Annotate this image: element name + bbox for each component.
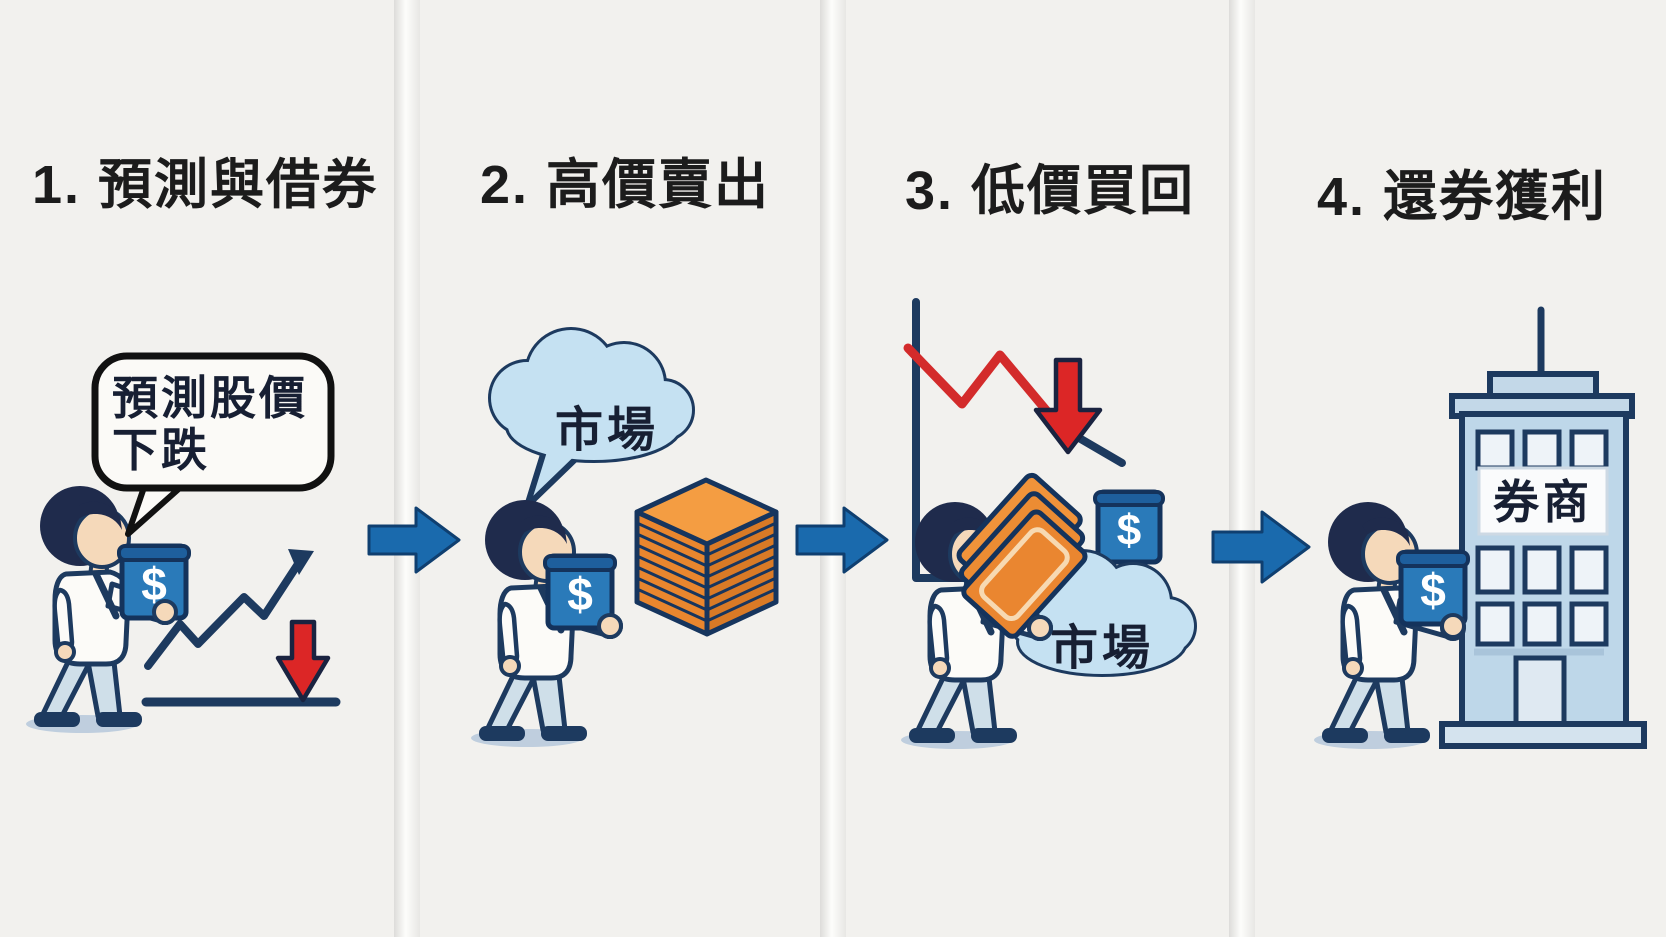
step-1-graphic: $ 預測股價 下跌 (26, 352, 341, 733)
certificates-in-hand-icon (956, 472, 1088, 639)
step-4-title: 4. 還券獲利 (1316, 167, 1608, 227)
market-label-step3: 市場 (1050, 622, 1154, 675)
flow-arrow-1 (367, 506, 461, 574)
money-book-icon-step3: $ (1093, 489, 1165, 565)
broker-sign-label: 券商 (1493, 476, 1593, 528)
dollar-sign: $ (1420, 564, 1446, 616)
market-cloud-step3: 市場 (1006, 549, 1197, 677)
dollar-sign: $ (1117, 506, 1141, 555)
panel-divider-2 (820, 0, 846, 937)
money-book-icon-step4: $ (1396, 549, 1470, 639)
step-4-graphic: 券商 $ (1314, 306, 1647, 749)
step-2-graphic: 市場 $ (471, 327, 779, 747)
broker-building-icon: 券商 (1439, 306, 1647, 749)
rising-trend-chart-icon (141, 549, 341, 707)
market-cloud-step2: 市場 (488, 327, 695, 509)
market-label-step2: 市場 (555, 404, 659, 457)
broker-sign (1477, 466, 1609, 536)
money-book-icon-step2: $ (543, 553, 623, 639)
step-1-title: 1. 預測與借券 (31, 155, 379, 215)
panel-divider-3 (1229, 0, 1255, 937)
step-2-title: 2. 高價賣出 (479, 155, 771, 215)
speech-bubble-line2: 下跌 (112, 424, 210, 476)
flow-arrow-2 (795, 506, 889, 574)
step-3-title: 3. 低價買回 (904, 161, 1196, 221)
hand (1027, 615, 1053, 641)
speech-bubble: 預測股價 下跌 (91, 352, 335, 537)
money-book-icon-step1: $ (117, 543, 191, 625)
flow-arrow-3 (1211, 510, 1311, 584)
red-down-arrow-icon (275, 619, 331, 703)
certificate-stack-icon (634, 477, 779, 637)
speech-bubble-line1: 預測股價 (112, 372, 308, 424)
building-door (1513, 655, 1567, 731)
step-3-graphic: $ 市場 (901, 298, 1197, 749)
panel-divider-1 (394, 0, 420, 937)
dollar-sign: $ (567, 568, 593, 620)
red-down-arrow-icon (1033, 357, 1103, 455)
